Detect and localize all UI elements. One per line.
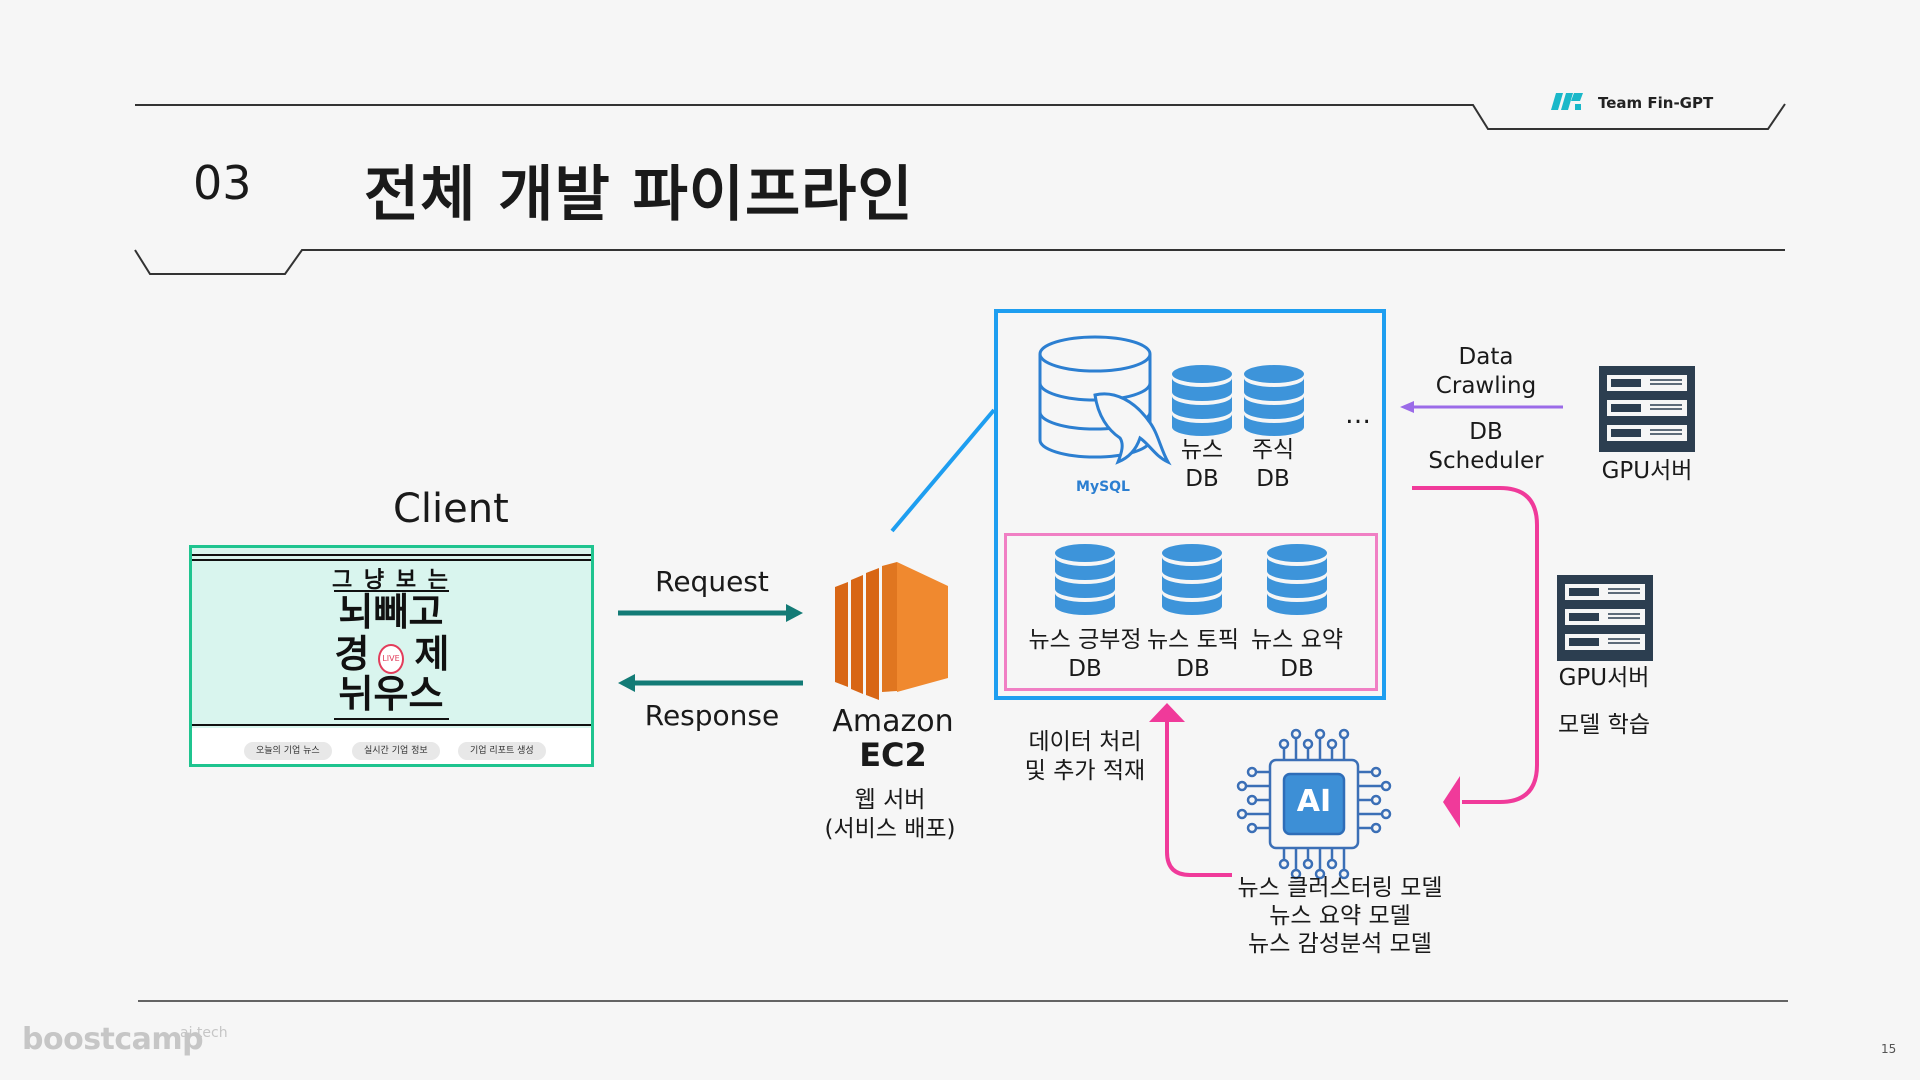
gpu-server-label-2: GPU서버 [1558,665,1650,691]
scheduler-label-2: Scheduler [1428,448,1544,474]
crawling-arrow [1400,401,1563,413]
request-label: Request [655,565,769,598]
ai-model-2: 뉴스 요약 모델 [1269,903,1411,929]
gpu-server-icon-1 [1599,366,1695,452]
gpu-server-label-1: GPU서버 [1601,458,1693,484]
ec2-icon [835,562,948,700]
ai-model-1: 뉴스 클러스터링 모델 [1237,875,1443,901]
news-db-icon [1172,365,1232,436]
crawling-label-1: Data [1458,344,1514,370]
ec2-desc-1: 웹 서버 [854,787,926,813]
topic-db-label-1: 뉴스 토픽 [1147,627,1239,653]
team-logo-icon [1551,93,1583,110]
sentiment-db-icon [1055,544,1115,615]
sentiment-db-label-2: DB [1068,656,1102,682]
model-db-container [1004,533,1378,691]
ec2-name: EC2 [859,736,927,774]
news-db-label-1: 뉴스 [1180,437,1224,463]
tab-today-news[interactable]: 오늘의 기업 뉴스 [244,742,332,760]
hero-divider [192,554,591,556]
hero-divider [192,559,591,561]
boostcamp-logo: boostcamp [22,1022,204,1057]
ec2-desc-2: (서비스 배포) [824,816,956,842]
summary-db-label-2: DB [1280,656,1314,682]
gpu-server-icon-2 [1557,575,1653,661]
processing-label-1: 데이터 처리 [1028,729,1142,755]
hero-line-2: 뇌빼고 [338,590,444,634]
hero-line-3a: 경 [334,632,370,676]
stock-db-icon [1244,365,1304,436]
hero-line-4: 뉘우스 [338,672,444,716]
scheduler-label-1: DB [1469,419,1503,445]
header-bottom-rule [134,249,1785,275]
client-screenshot: 그 냥 보 는 뇌빼고 경 LIVE 제 뉘우스 오늘의 기업 뉴스 실시간 기… [189,545,594,767]
news-db-label-2: DB [1185,466,1219,492]
ai-chip-label: AI [1296,784,1332,819]
boostcamp-logo-sup: ai tech [180,1025,228,1041]
page-title: 전체 개발 파이프라인 [364,160,914,230]
hero-divider [334,718,449,720]
client-hero: 그 냥 보 는 뇌빼고 경 LIVE 제 뉘우스 [192,548,591,728]
ai-chip-icon [1236,728,1392,880]
more-dbs-ellipsis: … [1345,400,1371,430]
training-label: 모델 학습 [1558,712,1650,738]
live-badge: LIVE [378,644,404,674]
stock-db-label-1: 주식 [1251,437,1295,463]
ec2-brand: Amazon [832,704,954,739]
summary-db-label-1: 뉴스 요약 [1251,627,1343,653]
sentiment-db-label-1: 뉴스 긍부정 [1028,627,1142,653]
scheduler-to-ai-arrow [1412,486,1539,828]
header-top-rule [135,103,1786,130]
crawling-label-2: Crawling [1435,373,1537,399]
ai-model-3: 뉴스 감성분석 모델 [1248,931,1432,957]
tab-realtime-info[interactable]: 실시간 기업 정보 [352,742,440,760]
team-name: Team Fin-GPT [1598,94,1714,112]
ai-to-db-arrow [1149,703,1232,877]
stock-db-label-2: DB [1256,466,1290,492]
page-number: 15 [1881,1042,1897,1056]
hero-line-3b: 제 [414,632,450,676]
processing-label-2: 및 추가 적재 [1024,758,1146,784]
mysql-label: MySQL [1076,479,1130,495]
hero-line-1: 그 냥 보 는 [332,568,450,593]
request-arrow [618,604,803,622]
hero-divider [334,590,449,592]
topic-db-label-2: DB [1176,656,1210,682]
summary-db-icon [1267,544,1327,615]
response-arrow [618,674,803,692]
response-label: Response [644,699,780,732]
client-title: Client [393,486,509,532]
tab-report[interactable]: 기업 리포트 생성 [458,742,546,760]
ec2-db-connector [890,408,996,533]
mysql-icon [1038,335,1172,466]
hero-divider [192,724,591,726]
topic-db-icon [1162,544,1222,615]
database-container [994,309,1386,700]
section-number: 03 [193,156,252,210]
